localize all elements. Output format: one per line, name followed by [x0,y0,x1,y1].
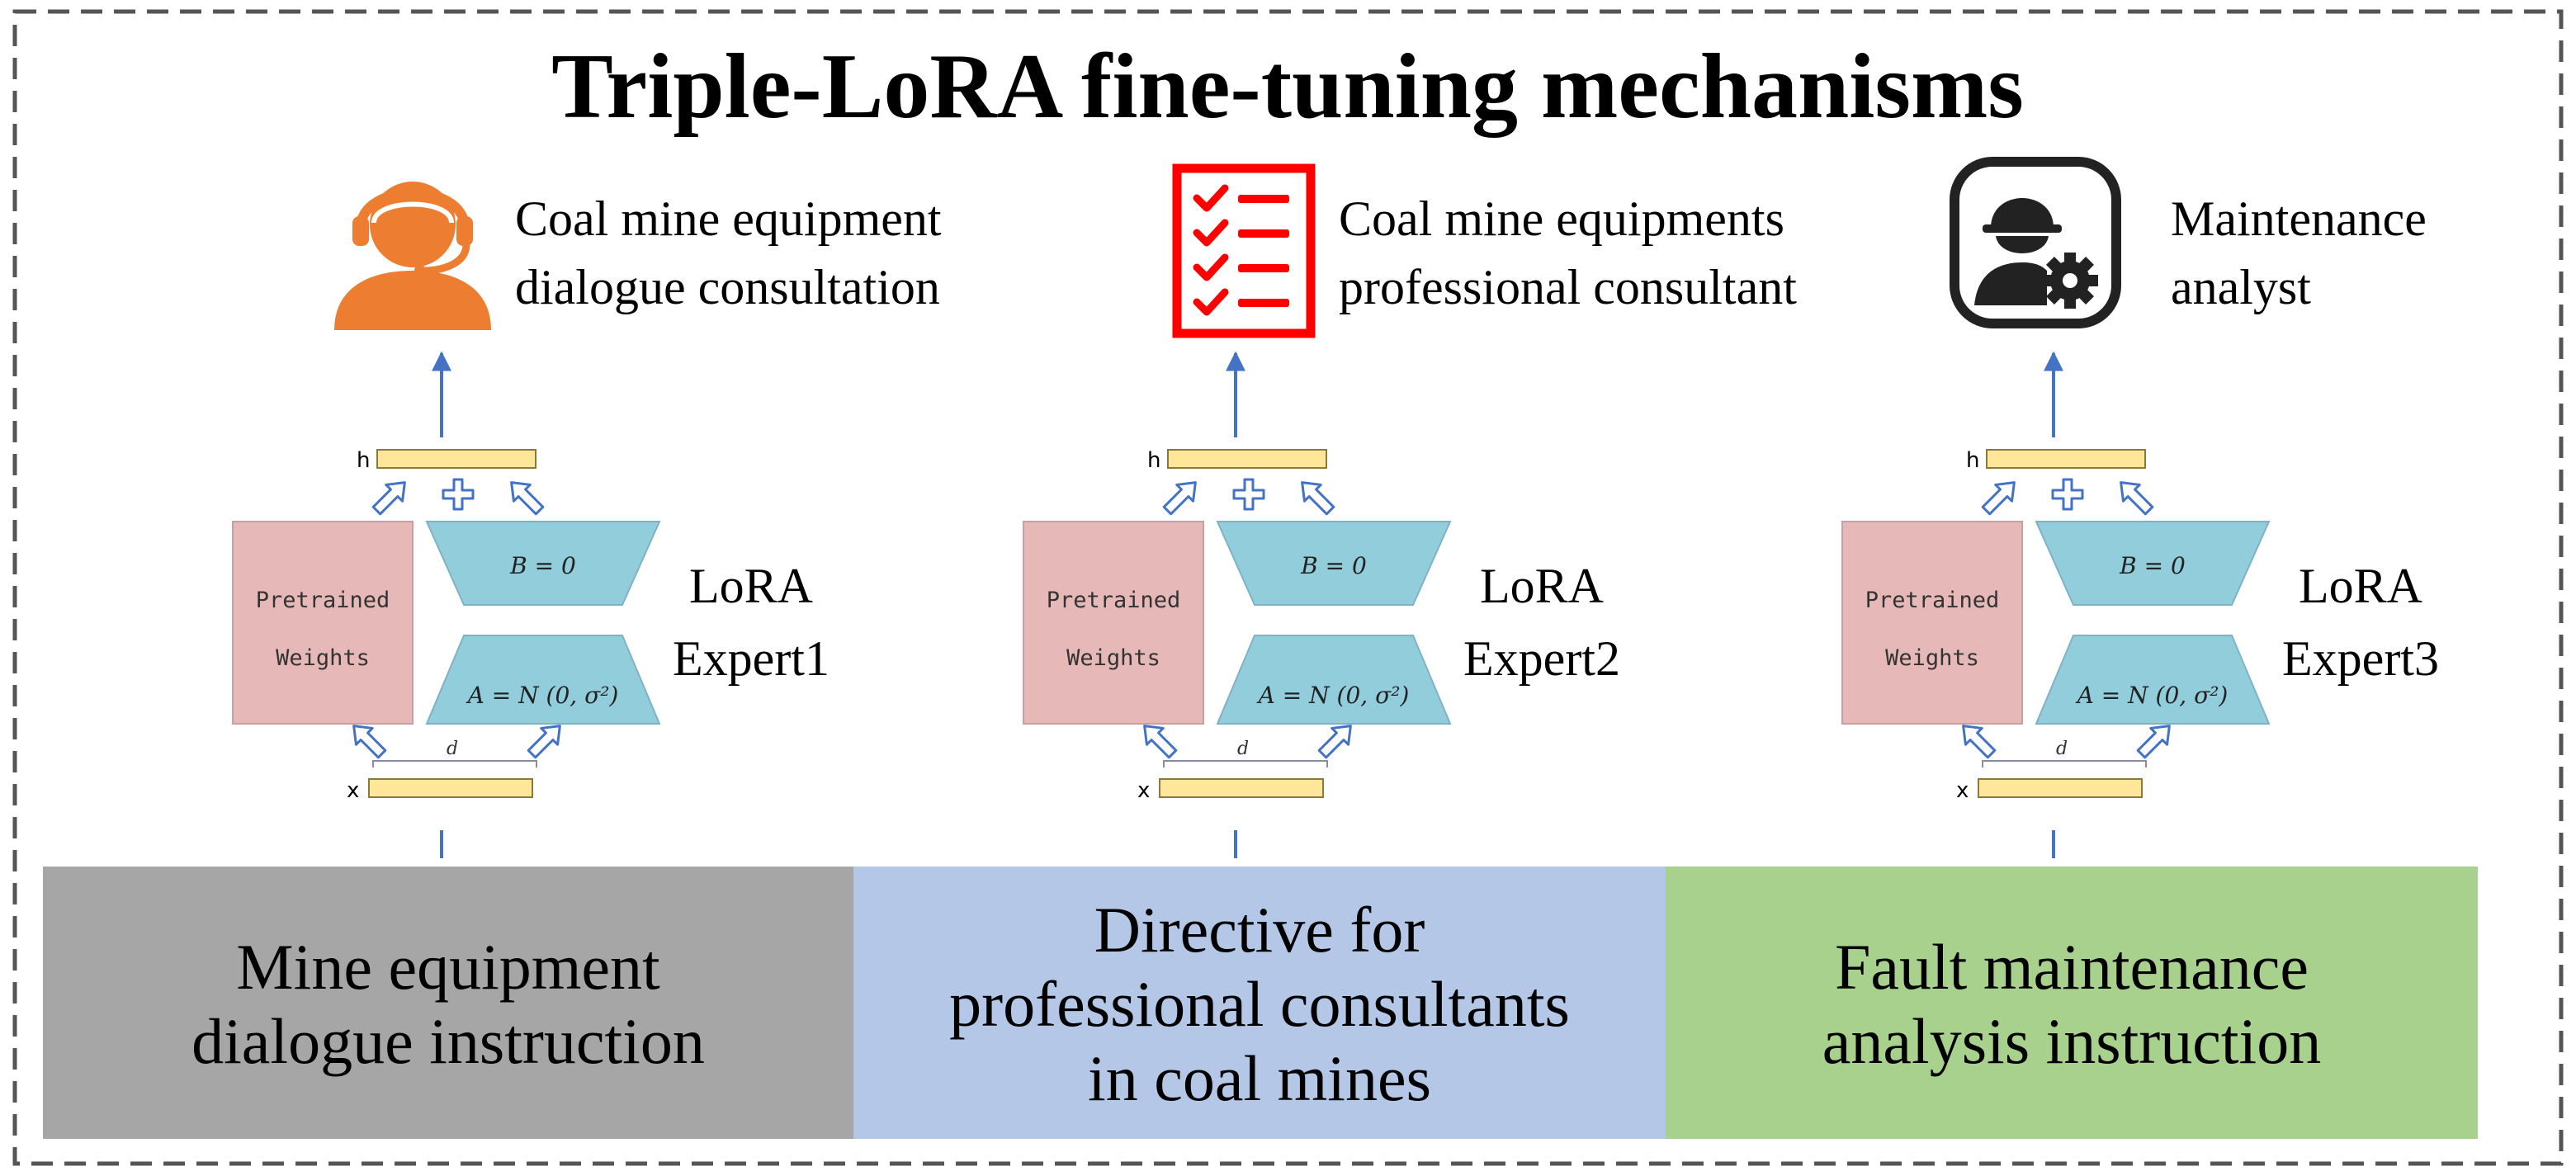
lora-b-label: B = 0 [1300,552,1367,579]
pretrained-label-line2: Weights [1066,645,1160,671]
pretrained-label-line1: Pretrained [1865,588,2000,613]
input-arrow-right [527,725,561,759]
input-arrow-left [352,725,387,759]
role-label-line2: analyst [2171,260,2311,314]
lora-expert-label-line1: LoRA [1480,559,1604,613]
h-vector-bar [1986,449,2146,469]
merge-arrow-right [510,481,545,516]
h-label: h [1147,448,1160,473]
merge-arrow-left [371,481,406,516]
instruction-text-line: analysis instruction [1822,1005,2321,1077]
maintenance-analyst-icon [1950,157,2121,328]
instruction-text-line: Directive for [1094,894,1425,966]
instruction-panel-background [853,867,1666,1139]
headset-person-icon [334,182,491,330]
x-vector-bar [1159,778,1324,798]
dimension-bracket [1982,760,2147,767]
lora-expert-label-line2: Expert2 [1463,631,1620,686]
role-label-line1: Coal mine equipment [515,191,942,246]
add-icon [1232,478,1265,511]
lora-expert-label-line1: LoRA [2299,559,2422,613]
d-label: d [447,739,458,759]
role-label-line2: dialogue consultation [515,260,940,314]
lora-a-matrix [1216,635,1452,725]
x-label: x [1137,778,1150,803]
d-label: d [2056,739,2068,759]
h-vector-bar [376,449,536,469]
h-vector-bar [1167,449,1327,469]
lora-module-1: Coal mine equipment dialogue consultation… [232,182,942,858]
merge-arrow-left [1981,481,2016,516]
instruction-text-line: dialogue instruction [191,1005,705,1077]
h-label: h [1966,448,1979,473]
pretrained-weights-box [1841,521,2023,725]
x-label: x [347,778,359,803]
lora-module-2: Coal mine equipments professional consult… [1023,163,1797,858]
lora-a-matrix [425,635,661,725]
lora-b-label: B = 0 [509,552,576,579]
lora-b-label: B = 0 [2119,552,2186,579]
input-arrow-right [1317,725,1352,759]
add-icon [2051,478,2084,511]
role-label-line2: professional consultant [1339,260,1797,314]
outer-dashed-border [12,9,2564,1166]
x-vector-bar [1978,778,2143,798]
x-label: x [1956,778,1969,803]
pretrained-label-line2: Weights [276,645,370,671]
instruction-panel-background [43,867,853,1139]
lora-expert-label-line2: Expert3 [2282,631,2439,686]
pretrained-weights-box [1023,521,1204,725]
diagram-title: Triple-LoRA fine-tuning mechanisms [551,35,2024,138]
pretrained-label-line1: Pretrained [256,588,390,613]
d-label: d [1237,739,1249,759]
lora-a-label: A = N (0, σ²) [466,682,619,709]
merge-arrow-right [2120,481,2154,516]
pretrained-label-line1: Pretrained [1047,588,1181,613]
input-arrow-left [1143,725,1178,759]
lora-b-matrix [1216,521,1452,606]
lora-b-matrix [425,521,661,606]
h-label: h [357,448,370,473]
instruction-text-line: Mine equipment [236,931,660,1003]
lora-b-matrix [2035,521,2271,606]
dimension-bracket [1163,760,1328,767]
merge-arrow-right [1301,481,1335,516]
lora-a-matrix [2035,635,2271,725]
instruction-text-line: Fault maintenance [1835,931,2309,1003]
lora-expert-label-line1: LoRA [689,559,813,613]
instruction-text-line: in coal mines [1088,1042,1431,1114]
pretrained-weights-box [232,521,414,725]
input-arrow-left [1962,725,1997,759]
role-label-line1: Coal mine equipments [1339,191,1784,246]
lora-expert-label-line2: Expert1 [673,631,830,686]
input-arrow-right [2136,725,2171,759]
lora-a-label: A = N (0, σ²) [2075,682,2229,709]
checklist-icon [1172,163,1316,338]
x-vector-bar [368,778,533,798]
lora-a-label: A = N (0, σ²) [1256,682,1410,709]
instruction-panel-background [1666,867,2478,1139]
instruction-text-line: professional consultants [949,968,1570,1040]
dimension-bracket [372,760,537,767]
add-icon [442,478,475,511]
merge-arrow-left [1162,481,1197,516]
pretrained-label-line2: Weights [1885,645,1979,671]
role-label-line1: Maintenance [2171,191,2427,246]
